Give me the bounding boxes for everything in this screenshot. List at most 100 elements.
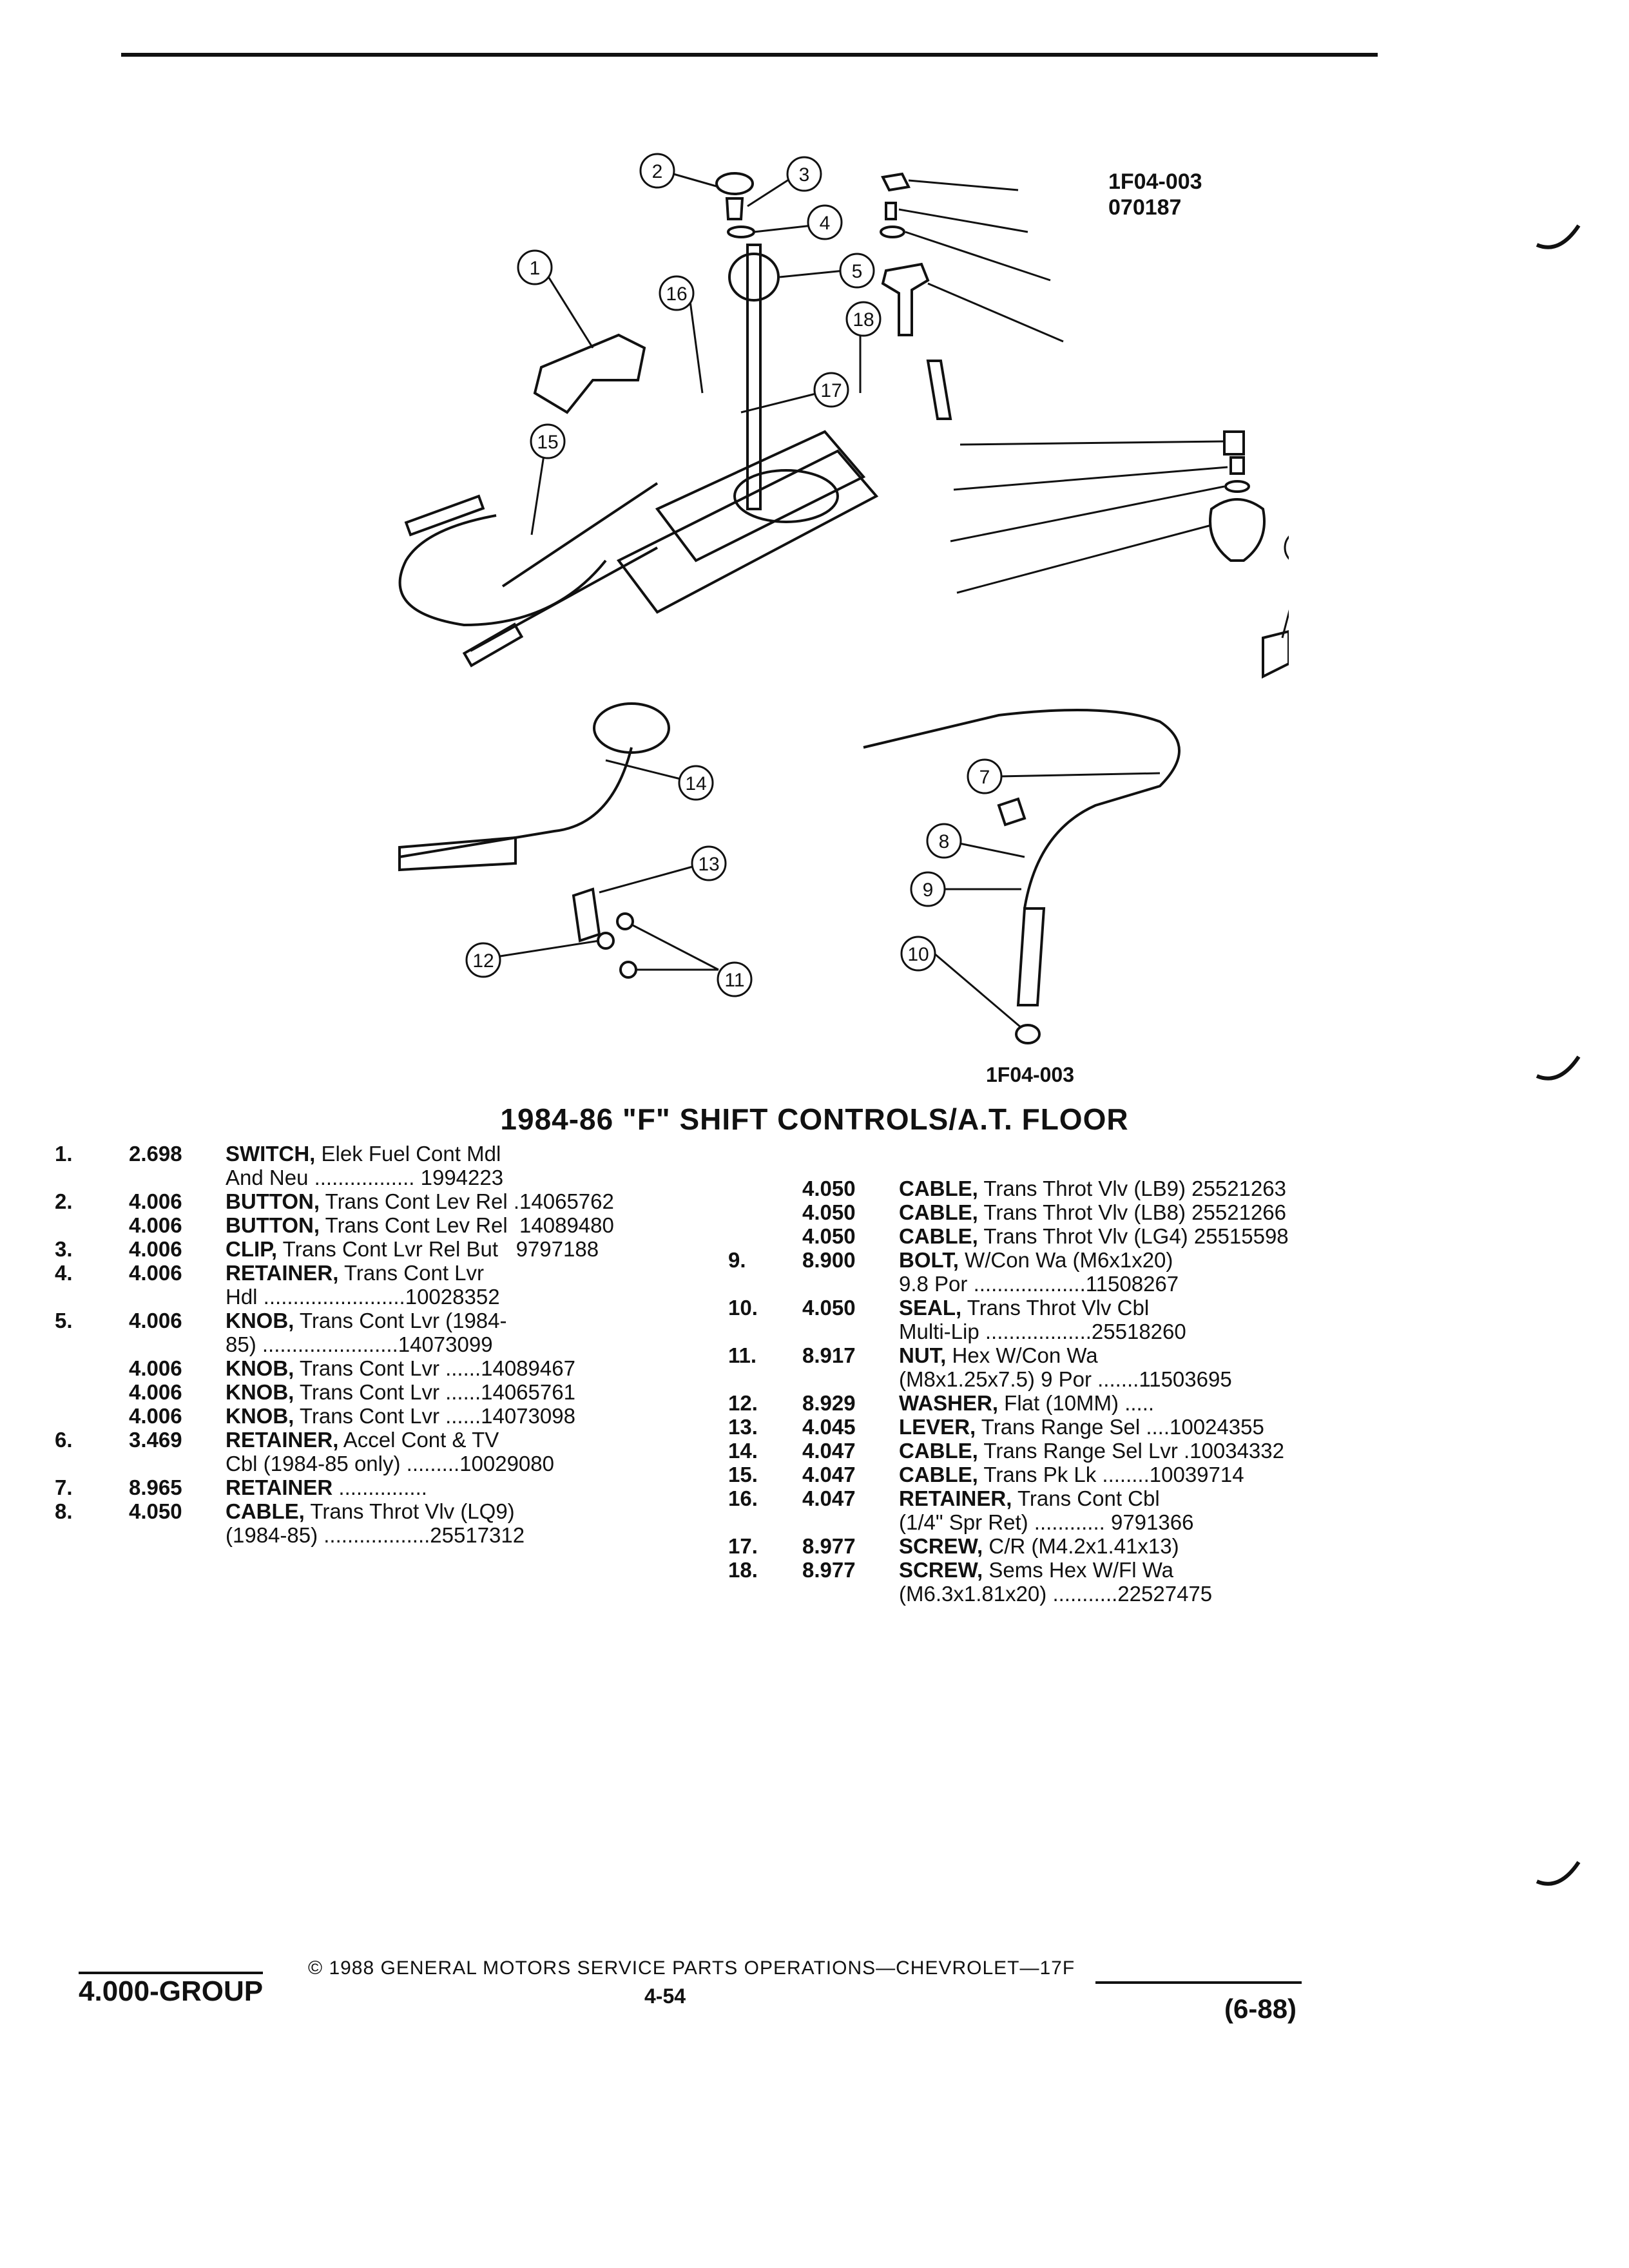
parts-list-row: 1. 2.698 SWITCH, Elek Fuel Cont Mdl	[55, 1142, 686, 1166]
part-name: RETAINER,	[899, 1486, 1012, 1510]
svg-text:12: 12	[472, 950, 494, 972]
item-number: 18.	[728, 1558, 758, 1582]
part-name: RETAINER,	[226, 1428, 339, 1452]
part-detail: C/R (M4.2x1.41x13)	[983, 1534, 1179, 1558]
callout-13: 13	[691, 845, 727, 881]
callout-4: 4	[807, 204, 843, 240]
leader-3c	[953, 466, 1228, 491]
parts-list-continuation: 9.8 Por ...................11508267	[728, 1272, 1373, 1296]
item-number	[55, 1213, 129, 1237]
range-lever-bracket	[572, 887, 601, 943]
park-lock-cable-end	[404, 494, 485, 537]
part-name: RETAINER,	[226, 1261, 339, 1285]
part-description: CABLE, Trans Range Sel Lvr .10034332	[899, 1439, 1373, 1463]
park-lock-cable	[398, 514, 607, 627]
part-name: LEVER,	[899, 1415, 976, 1439]
part-name: CABLE,	[899, 1439, 978, 1463]
range-select-cable-bellows	[398, 836, 517, 872]
part-detail: Trans Throt Vlv (LG4) 25515598	[978, 1224, 1289, 1248]
part-name: KNOB,	[226, 1356, 294, 1380]
retainer-clip-part	[997, 797, 1027, 827]
group-code: 8.977	[802, 1558, 856, 1582]
part-detail: W/Con Wa (M6x1x20)	[958, 1248, 1173, 1272]
part-name: CABLE,	[226, 1499, 305, 1523]
right-button-part	[881, 172, 911, 192]
svg-text:16: 16	[666, 284, 687, 305]
callout-17: 17	[813, 372, 849, 408]
item-number: 8.	[55, 1499, 73, 1523]
item-number: 13.	[728, 1415, 758, 1439]
leader-16	[688, 296, 704, 394]
indent	[55, 1166, 226, 1189]
part-detail: Trans Throt Vlv (LB9) 25521263	[978, 1177, 1287, 1200]
item-number: 15.	[728, 1463, 758, 1486]
callout-3: 3	[786, 156, 822, 192]
svg-text:11: 11	[724, 970, 744, 991]
nut-part-2	[619, 961, 637, 979]
accel-retainer-part	[1262, 629, 1289, 679]
leader-3b	[898, 208, 1028, 233]
leader-5c	[956, 524, 1212, 594]
continuation-text: (M6.3x1.81x20) ...........22527475	[899, 1582, 1213, 1606]
indent	[728, 1510, 899, 1534]
part-detail: Trans Cont Lvr ......14089467	[294, 1356, 575, 1380]
parts-list-continuation: 85) .......................14073099	[55, 1332, 686, 1356]
part-detail: Trans Cont Lev Rel .14065762	[320, 1189, 614, 1213]
item-number: 11.	[728, 1343, 757, 1367]
part-description: LEVER, Trans Range Sel ....10024355	[899, 1415, 1373, 1439]
part-detail: Trans Cont Lvr (1984-	[294, 1309, 507, 1332]
washer-part	[597, 932, 615, 950]
leader-10	[934, 952, 1022, 1029]
part-detail: Trans Cont Lvr ......14073098	[294, 1404, 575, 1428]
part-description: CABLE, Trans Pk Lk ........10039714	[899, 1463, 1373, 1486]
part-description: CABLE, Trans Throt Vlv (LB9) 25521263	[899, 1177, 1373, 1200]
part-detail: Trans Throt Vlv (LQ9)	[304, 1499, 515, 1523]
part-name: NUT,	[899, 1343, 947, 1367]
part-description: RETAINER, Accel Cont & TV	[226, 1428, 686, 1452]
svg-text:8: 8	[939, 831, 950, 852]
part-name: SCREW,	[899, 1534, 983, 1558]
item-number: 14.	[728, 1439, 758, 1463]
part-detail: Trans Range Sel ....10024355	[976, 1415, 1264, 1439]
parts-list-continuation: Multi-Lip ..................25518260	[728, 1320, 1373, 1343]
part-detail: Trans Throt Vlv (LB8) 25521266	[978, 1200, 1287, 1224]
part-detail: Elek Fuel Cont Mdl	[315, 1142, 501, 1166]
svg-text:14: 14	[685, 773, 706, 794]
part-detail: Sems Hex W/Fl Wa	[983, 1558, 1173, 1582]
part-name: RETAINER	[226, 1475, 333, 1499]
part-description: CLIP, Trans Cont Lvr Rel But 9797188	[226, 1237, 686, 1261]
part-detail: Trans Cont Cbl	[1012, 1486, 1160, 1510]
parts-list-continuation: Hdl ........................10028352	[55, 1285, 686, 1309]
group-code: 4.006	[129, 1309, 182, 1332]
part-description: BUTTON, Trans Cont Lev Rel .14065762	[226, 1189, 686, 1213]
svg-text:15: 15	[537, 432, 558, 453]
callout-5: 5	[839, 253, 875, 289]
callout-18: 18	[845, 301, 882, 337]
switch-part	[533, 333, 646, 414]
part-name: SEAL,	[899, 1296, 962, 1320]
part-name: BOLT,	[899, 1248, 959, 1272]
right-retainer-part	[880, 226, 905, 238]
part-description: BOLT, W/Con Wa (M6x1x20)	[899, 1248, 1373, 1272]
reference-code: 1F04-003 070187	[1108, 169, 1202, 220]
part-description: KNOB, Trans Cont Lvr (1984-	[226, 1309, 686, 1332]
part-description: SWITCH, Elek Fuel Cont Mdl	[226, 1142, 686, 1166]
part-detail: Accel Cont & TV	[338, 1428, 499, 1452]
item-number: 1.	[55, 1142, 73, 1166]
right-retainer-part-2	[1224, 480, 1250, 493]
item-number: 17.	[728, 1534, 758, 1558]
group-code: 2.698	[129, 1142, 182, 1166]
callout-10: 10	[900, 936, 936, 972]
svg-text:9: 9	[923, 879, 934, 901]
continuation-text: (M8x1.25x7.5) 9 Por .......11503695	[899, 1367, 1232, 1391]
part-description: RETAINER, Trans Cont Cbl	[899, 1486, 1373, 1510]
svg-text:2: 2	[652, 161, 663, 182]
